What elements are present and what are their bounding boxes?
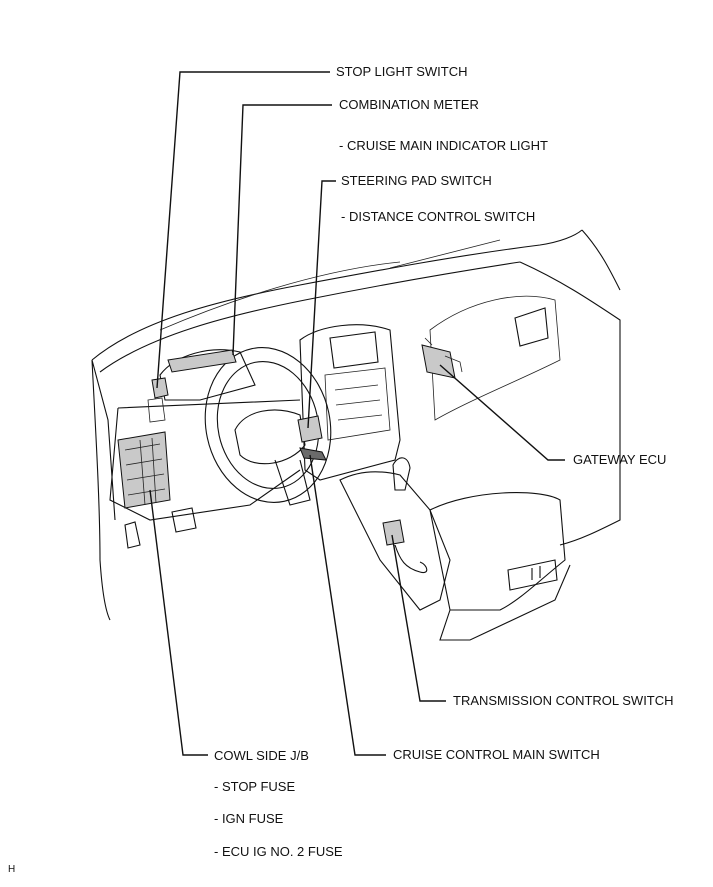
label-ign-fuse: - IGN FUSE	[214, 811, 284, 826]
leader-stop-light-switch	[156, 71, 330, 389]
pedal-right	[171, 507, 197, 533]
left-door-panel	[91, 359, 116, 621]
label-cowl-side-jb: COWL SIDE J/B	[214, 748, 309, 763]
meter-housing	[167, 349, 237, 373]
steering-column	[274, 459, 311, 506]
dash-top-contour-2	[99, 261, 521, 373]
label-combination-meter: COMBINATION METER	[339, 97, 479, 112]
leader-cruise-control-main-switch	[309, 454, 386, 756]
pedal-left	[124, 521, 141, 549]
leader-combination-meter	[232, 104, 332, 356]
cowl-side-jb-part	[117, 431, 171, 509]
center-console	[339, 471, 451, 611]
corner-mark: H	[8, 864, 16, 875]
label-steering-pad-switch: STEERING PAD SWITCH	[341, 173, 492, 188]
center-display	[329, 331, 379, 369]
right-door-inner	[429, 295, 561, 421]
label-ecu-ig-no2-fuse: - ECU IG NO. 2 FUSE	[214, 844, 343, 859]
rear-vent	[507, 559, 558, 591]
steering-pad-switch-part	[297, 415, 323, 443]
steering-wheel-rim	[204, 347, 332, 503]
label-transmission-control-switch: TRANSMISSION CONTROL SWITCH	[453, 693, 674, 708]
cruise-control-lever	[299, 447, 327, 461]
windshield-edge	[159, 239, 501, 331]
label-distance-control-switch: - DISTANCE CONTROL SWITCH	[341, 209, 536, 224]
leader-cowl-side-jb	[149, 489, 208, 756]
armrest	[429, 492, 566, 611]
armrest-lower	[439, 564, 571, 641]
leader-steering-pad-switch	[307, 180, 336, 429]
label-stop-light-switch: STOP LIGHT SWITCH	[336, 64, 468, 79]
gateway-ecu-bracket	[424, 337, 463, 373]
right-vent	[514, 307, 549, 347]
transmission-switch-harness	[394, 544, 428, 574]
meter-hood	[159, 349, 256, 401]
label-stop-fuse: - STOP FUSE	[214, 779, 296, 794]
shift-lever	[392, 457, 411, 491]
steering-wheel-inner	[216, 360, 320, 490]
dash-top-contour	[91, 229, 583, 361]
label-gateway-ecu: GATEWAY ECU	[573, 452, 667, 467]
center-controls	[324, 367, 391, 441]
stop-light-switch-part	[151, 377, 169, 399]
label-cruise-control-main-switch: CRUISE CONTROL MAIN SWITCH	[393, 747, 600, 762]
stop-light-bracket	[147, 397, 166, 423]
leader-transmission-control-switch	[391, 534, 446, 702]
label-cruise-main-indicator-light: - CRUISE MAIN INDICATOR LIGHT	[339, 138, 548, 153]
transmission-switch-part	[382, 519, 405, 546]
leader-gateway-ecu	[439, 364, 565, 461]
cowl-side-jb-detail	[124, 437, 166, 506]
steering-hub	[234, 409, 306, 465]
right-door-panel	[519, 229, 621, 546]
